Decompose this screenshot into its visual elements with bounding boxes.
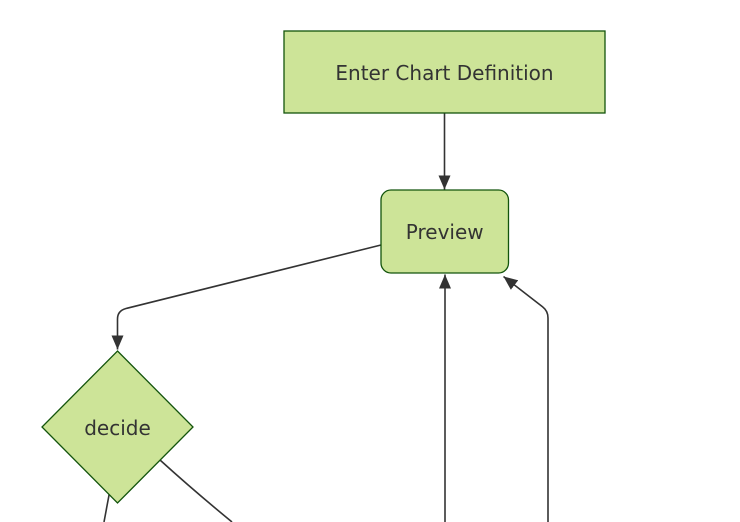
- edge-offscreen-bottom-right-to-preview: [503, 275, 549, 522]
- node-preview-label: Preview: [406, 220, 484, 244]
- node-decide: decide: [41, 350, 194, 504]
- edge-decide-to-offscreen-bottom-right: [159, 459, 233, 522]
- node-preview-shape: [380, 189, 510, 274]
- node-enter-chart-definition-label: Enter Chart Definition: [335, 61, 553, 85]
- node-enter-chart-definition: Enter Chart Definition: [283, 30, 606, 114]
- edge-group: [103, 113, 549, 522]
- edge-decide-to-offscreen-bottom-left: [103, 492, 111, 522]
- edge-preview-to-decide: [111, 244, 382, 350]
- node-enter-chart-definition-shape: [283, 30, 606, 114]
- node-preview: Preview: [380, 189, 510, 274]
- node-decide-label: decide: [84, 416, 151, 440]
- node-decide-shape: [41, 350, 194, 504]
